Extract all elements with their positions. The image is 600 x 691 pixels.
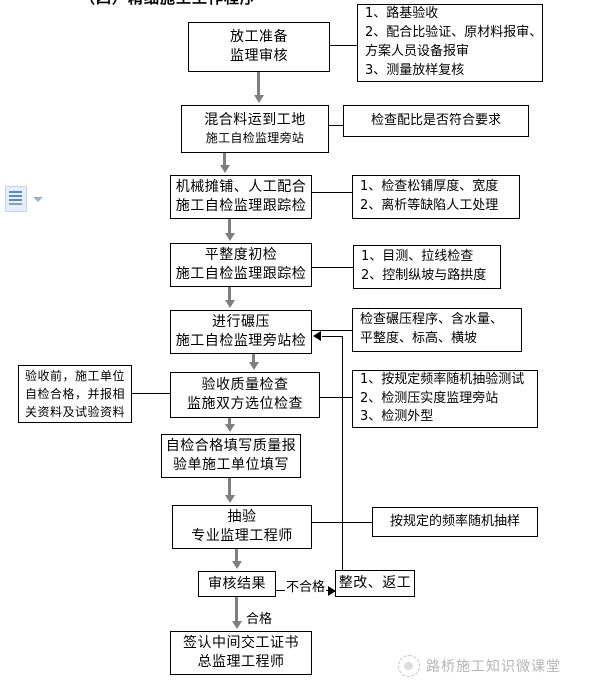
note-line: 2、离析等缺陷人工处理: [360, 198, 499, 213]
arrow-delivery-to-paving: [223, 153, 226, 167]
arrow-head: [232, 621, 242, 629]
node-line1: 混合料运到工地: [204, 112, 306, 129]
edge-label-pass: 合格: [245, 608, 274, 627]
node-line1: 放工准备: [230, 29, 288, 46]
note-line: 3、检测外型: [360, 409, 434, 425]
arrow-compaction-to-acceptance: [252, 354, 255, 364]
arrow-paving-to-flatness: [228, 219, 231, 235]
node-line1: 签认中间交工证书: [183, 635, 299, 652]
arrow-head: [313, 331, 321, 341]
line-note6-to-node6: [132, 393, 170, 394]
note-line: 1、检查松铺厚度、宽度: [360, 179, 499, 195]
line-node2-to-note2: [329, 125, 343, 126]
node-review-result[interactable]: 审核结果: [198, 571, 276, 597]
note-line: 平整度、标高、横坡: [360, 331, 478, 346]
line-node5-to-note5: [312, 330, 352, 331]
note-pre-acceptance: 验收前，施工单位 自检合格，并报相 关资料及试验资料: [18, 365, 132, 423]
note-line: 2、配合比验证、原材料报审、: [365, 25, 543, 41]
node-selfcheck-form[interactable]: 自检合格填写质量报 验单施工单位填写: [161, 434, 301, 478]
note-acceptance-tests: 1、按规定频率随机抽验测试 2、检测压实度监理旁站 3、检测外型: [352, 370, 538, 428]
note-paving-checks: 1、检查松铺厚度、宽度 2、离析等缺陷人工处理: [352, 175, 520, 219]
chevron-down-icon[interactable]: [33, 196, 43, 202]
node-line1: 进行碾压: [212, 314, 270, 331]
node-final-certificate[interactable]: 签认中间交工证书 总监理工程师: [170, 631, 312, 675]
node-line2: 总监理工程师: [197, 654, 285, 670]
line-node3-to-note3: [312, 192, 352, 193]
note-line: 3、测量放样复核: [365, 62, 465, 78]
node-paving[interactable]: 机械摊铺、人工配合 施工自检监理跟踪检: [170, 175, 312, 219]
document-widget[interactable]: [5, 186, 43, 212]
node-line2: 监理审核: [230, 48, 288, 64]
line-node8-to-note8: [312, 522, 372, 523]
arrow-head: [225, 300, 235, 308]
note-prep-requirements: 1、路基验收 2、配合比验证、原材料报审、 方案人员设备报审 3、测量放样复核: [357, 4, 543, 82]
note-line: 2、控制纵坡与路拱度: [361, 268, 487, 283]
note-line: 检查碾压程序、含水量、: [360, 312, 504, 328]
node-sampling-inspection[interactable]: 抽验 专业监理工程师: [172, 505, 312, 549]
line-rework-feedback-vertical: [342, 336, 343, 570]
node-line2: 施工自检监理旁站检: [175, 333, 307, 349]
note-line: 关资料及试验资料: [25, 405, 126, 419]
node-line2: 专业监理工程师: [191, 528, 293, 544]
node-line2: 施工自检监理跟踪检: [175, 198, 307, 214]
node-line2: 施工自检监理旁站: [205, 131, 305, 146]
arrow-sampling-to-review: [235, 549, 238, 563]
arrow-form-to-sampling: [228, 478, 231, 497]
arrow-head: [225, 424, 235, 432]
arrow-head: [328, 586, 336, 596]
line-node4-to-note4: [312, 267, 353, 268]
node-line1: 整改、返工: [338, 575, 412, 592]
wechat-logo-icon: [398, 655, 420, 677]
note-random-sampling: 按规定的频率随机抽样: [372, 507, 538, 537]
line-node6-to-note7: [320, 397, 352, 398]
node-line1: 自检合格填写质量报: [165, 438, 297, 455]
node-mixture-delivery[interactable]: 混合料运到工地 施工自检监理旁站: [181, 105, 329, 153]
note-line: 方案人员设备报审: [365, 44, 470, 59]
node-compaction[interactable]: 进行碾压 施工自检监理旁站检: [170, 310, 312, 354]
note-compaction-checks: 检查碾压程序、含水量、 平整度、标高、横坡: [352, 308, 522, 352]
note-line: 1、目测、拉线检查: [361, 249, 474, 265]
line-rework-feedback-horizontal: [322, 336, 343, 337]
document-icon[interactable]: [5, 186, 27, 212]
note-line: 自检合格，并报相: [25, 387, 126, 401]
node-line2: 监施双方选位检查: [187, 396, 303, 412]
node-construction-prep[interactable]: 放工准备 监理审核: [188, 22, 330, 72]
arrow-review-to-certificate: [235, 597, 238, 623]
note-line: 1、路基验收: [365, 6, 439, 22]
node-line1: 抽验: [227, 509, 257, 526]
arrow-head: [220, 165, 230, 173]
note-flatness-checks: 1、目测、拉线检查 2、控制纵坡与路拱度: [353, 245, 501, 289]
page-title: （四）精细施工工作程序: [80, 0, 256, 8]
node-line2: 验单施工单位填写: [173, 457, 289, 473]
arrow-head: [225, 495, 235, 503]
note-mix-ratio: 检查配比是否符合要求: [343, 105, 529, 137]
node-flatness-check[interactable]: 平整度初检 施工自检监理跟踪检: [170, 243, 312, 287]
node-rework[interactable]: 整改、返工: [335, 570, 415, 597]
node-line1: 验收质量检查: [201, 377, 289, 394]
node-line1: 平整度初检: [204, 247, 278, 264]
node-line1: 机械摊铺、人工配合: [175, 179, 307, 196]
arrow-prep-to-delivery: [257, 72, 260, 97]
edge-label-fail: 不合格: [285, 576, 327, 595]
note-line: 按规定的频率随机抽样: [389, 513, 520, 529]
watermark-text: 路桥施工知识微课堂: [426, 659, 561, 675]
arrow-flatness-to-compaction: [228, 287, 231, 302]
arrow-head: [225, 233, 235, 241]
node-line1: 审核结果: [208, 575, 266, 592]
arrow-acceptance-to-form: [228, 418, 231, 426]
watermark: 路桥施工知识微课堂: [398, 655, 561, 677]
note-line: 2、检测压实度监理旁站: [360, 390, 499, 406]
note-line: 1、按规定频率随机抽验测试: [360, 371, 525, 387]
arrow-head: [254, 95, 264, 103]
note-line: 检查配比是否符合要求: [370, 112, 501, 128]
arrow-head: [249, 362, 259, 370]
node-line2: 施工自检监理跟踪检: [175, 266, 307, 282]
node-acceptance-quality-check[interactable]: 验收质量检查 监施双方选位检查: [170, 372, 320, 418]
arrow-head: [232, 561, 242, 569]
note-line: 验收前，施工单位: [25, 369, 126, 383]
line-node1-to-note1: [330, 45, 357, 46]
